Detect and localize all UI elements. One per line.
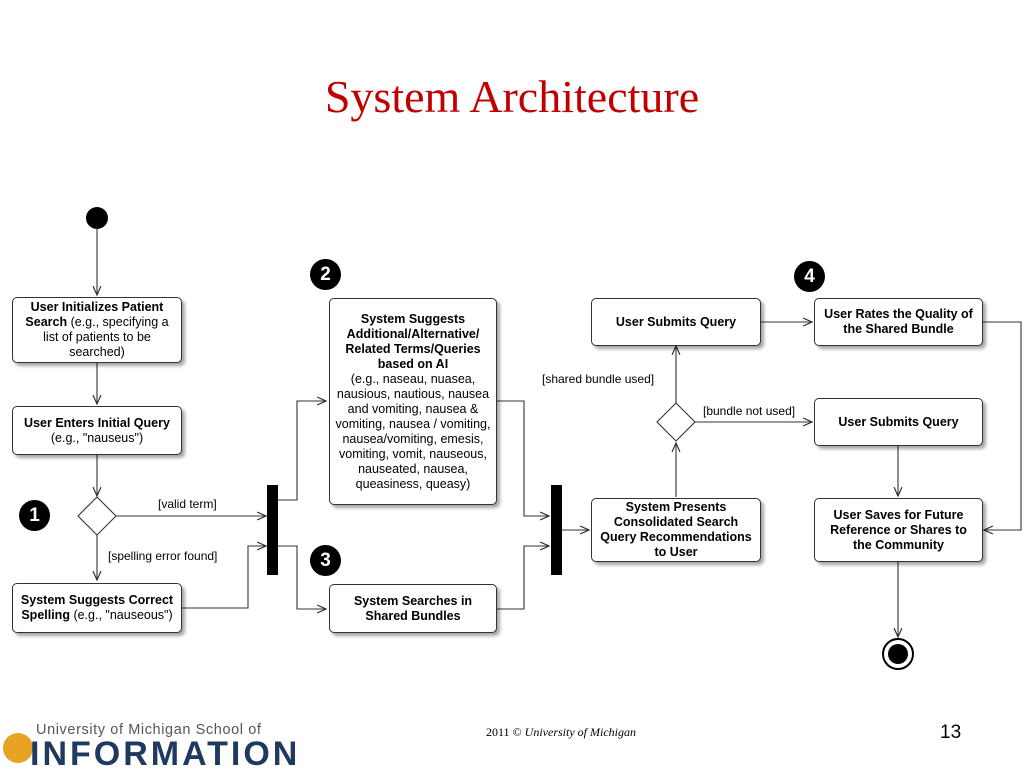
logo-orange-dot-icon: [3, 733, 33, 763]
end-node-inner: [888, 644, 908, 664]
logo-school-name: University of Michigan School of: [36, 722, 262, 738]
box-system-searches-bundles: System Searches in Shared Bundles: [329, 584, 497, 633]
box-user-submits-query-top: User Submits Query: [591, 298, 761, 346]
marker-3: 3: [310, 545, 341, 576]
marker-4: 4: [794, 261, 825, 292]
marker-1: 1: [19, 500, 50, 531]
box-user-saves-shares: User Saves for Future Reference or Share…: [814, 498, 983, 562]
decision-diamond-spelling: [77, 496, 117, 536]
fork-bar-1: [267, 485, 278, 575]
box-user-initializes-search: User Initializes Patient Search (e.g., s…: [12, 297, 182, 363]
box-user-rates-bundle: User Rates the Quality of the Shared Bun…: [814, 298, 983, 346]
label-spelling-error: [spelling error found]: [108, 549, 218, 563]
box-user-enters-query: User Enters Initial Query (e.g., "nauseu…: [12, 406, 182, 455]
label-shared-bundle-used: [shared bundle used]: [542, 372, 655, 386]
box-system-presents-recommendations: System Presents Consolidated Search Quer…: [591, 498, 761, 562]
start-node: [86, 207, 108, 229]
box-system-suggests-spelling: System Suggests Correct Spelling (e.g., …: [12, 583, 182, 633]
box-system-suggests-terms: System Suggests Additional/Alternative/ …: [329, 298, 497, 505]
marker-2: 2: [310, 259, 341, 290]
join-bar-2: [551, 485, 562, 575]
decision-diamond-bundle: [656, 402, 696, 442]
logo-information-wordmark: INFORMATION: [30, 735, 301, 773]
label-valid-term: [valid term]: [158, 497, 217, 511]
page-number: 13: [940, 722, 962, 743]
footer-copyright: 2011 © University of Michigan: [486, 725, 636, 739]
label-bundle-not-used: [bundle not used]: [703, 404, 796, 418]
box-user-submits-query-mid: User Submits Query: [814, 398, 983, 446]
slide-title: System Architecture: [324, 71, 700, 122]
